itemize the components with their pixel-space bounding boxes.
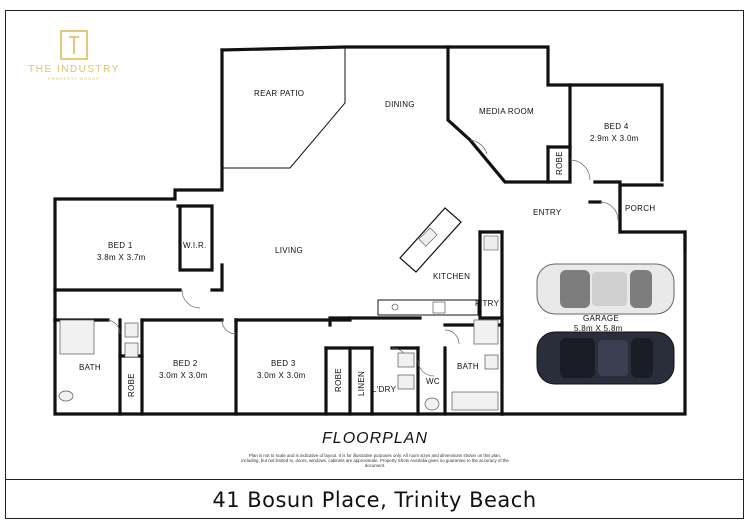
shower-icon [59, 319, 95, 355]
label-bath-left: BATH [79, 363, 101, 372]
shower-icon-2 [473, 319, 499, 345]
label-robe-bed4: ROBE [555, 151, 564, 175]
label-rear-patio: REAR PATIO [254, 89, 304, 98]
washer-icon [397, 374, 415, 390]
fridge-icon [483, 235, 499, 251]
logo-mark-icon [60, 30, 88, 60]
label-bed3-size: 3.0m X 3.0m [257, 371, 306, 380]
kitchen-island [399, 207, 462, 273]
garage-cars [536, 263, 675, 385]
label-entry: ENTRY [533, 208, 562, 217]
label-garage-size: 5.8m X 5.8m [574, 324, 623, 333]
label-living: LIVING [275, 246, 303, 255]
logo: THE INDUSTRY PROPERTY GROUP [26, 30, 122, 81]
cooktop-icon [391, 303, 399, 311]
left-bath-fixtures [58, 319, 139, 402]
label-bed2-size: 3.0m X 3.0m [159, 371, 208, 380]
doors [107, 139, 619, 377]
label-linen: LINEN [357, 371, 366, 396]
basin-icon-2 [124, 342, 139, 358]
floorplan-caption: FLOORPLAN [322, 430, 428, 447]
page-frame [5, 10, 744, 519]
label-bed4-size: 2.9m X 3.0m [590, 134, 639, 143]
label-robe-bed2: ROBE [127, 373, 136, 397]
label-bed4-name: BED 4 [604, 122, 629, 131]
label-garage-name: GARAGE [583, 314, 619, 323]
stove-icon [432, 301, 446, 314]
sink-icon [418, 227, 438, 247]
label-porch: PORCH [625, 204, 655, 213]
toilet-icon [58, 390, 74, 402]
label-bed2-name: BED 2 [173, 359, 198, 368]
label-wc: WC [426, 377, 440, 386]
label-bath-right: BATH [457, 362, 479, 371]
walls [53, 45, 687, 416]
disclaimer-text: Plan is not to scale and is indicative o… [241, 453, 509, 469]
car-dark-icon [536, 331, 675, 385]
bathtub-icon [451, 391, 499, 411]
address-bar: 41 Bosun Place, Trinity Beach [5, 479, 744, 519]
toilet-icon-2 [424, 397, 440, 411]
label-bed3-name: BED 3 [271, 359, 296, 368]
label-wir: W.I.R. [183, 241, 207, 250]
kitchen-bench [377, 235, 499, 316]
label-bed1-size: 3.8m X 3.7m [97, 253, 146, 262]
label-pantry: P'TRY [475, 299, 500, 308]
basin-icon [124, 322, 139, 338]
property-address: 41 Bosun Place, Trinity Beach [212, 487, 537, 512]
car-white-icon [536, 263, 675, 315]
label-dining: DINING [385, 100, 415, 109]
label-bed1-name: BED 1 [108, 241, 133, 250]
label-laundry: L'DRY [372, 385, 397, 394]
right-bath-fixtures [397, 319, 499, 411]
logo-subtitle: PROPERTY GROUP [48, 76, 100, 81]
label-kitchen: KITCHEN [433, 272, 470, 281]
laundry-tub-icon [397, 352, 415, 368]
logo-name: THE INDUSTRY [28, 64, 120, 75]
label-media-room: MEDIA ROOM [479, 107, 534, 116]
label-robe-bed3: ROBE [334, 368, 343, 392]
basin-icon-3 [484, 354, 499, 370]
